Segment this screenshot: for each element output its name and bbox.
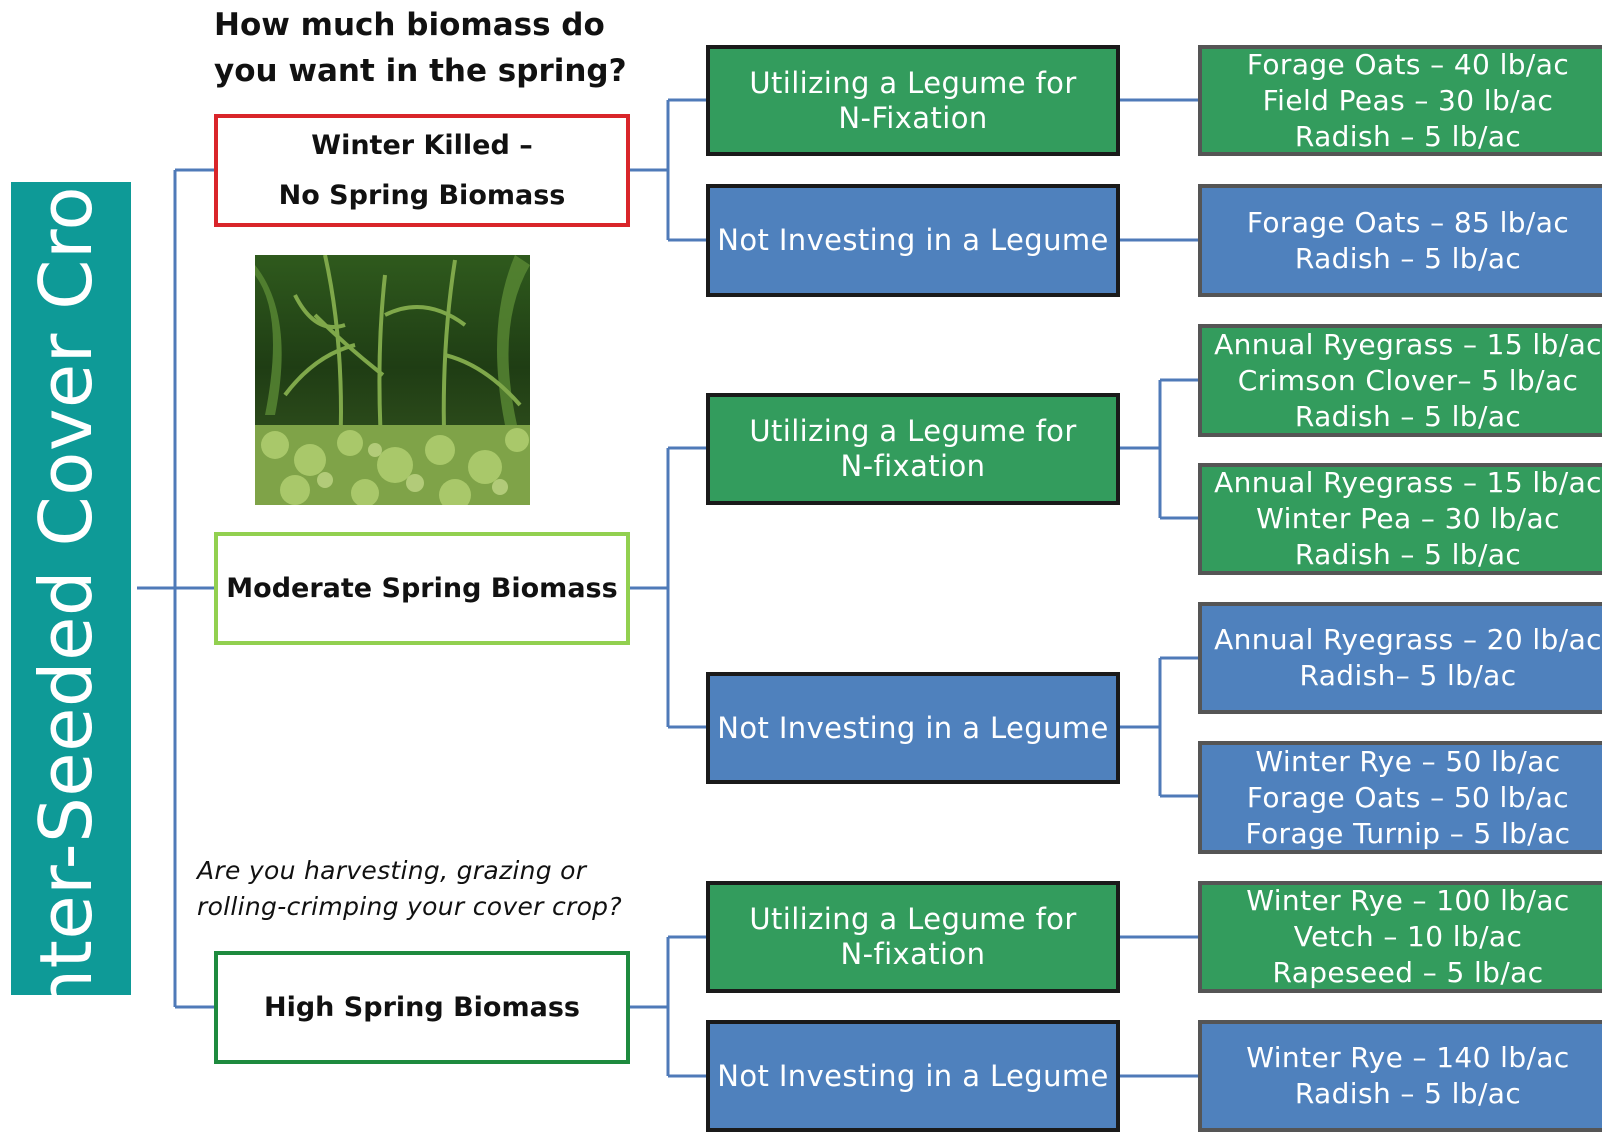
- harvest-question: Are you harvesting, grazing or rolling-c…: [197, 856, 622, 921]
- corn-field-photo: [255, 255, 530, 505]
- seed-mix-ryegrass-radish: Annual Ryegrass – 20 lb/ac Radish– 5 lb/…: [1198, 602, 1602, 714]
- seed-mix-text: Forage Oats – 85 lb/ac Radish – 5 lb/ac: [1246, 205, 1570, 275]
- biomass-question: How much biomass do you want in the spri…: [214, 7, 627, 89]
- winter-killed-node: Winter Killed – No Spring Biomass: [214, 114, 630, 227]
- seed-mix-text: Annual Ryegrass – 15 lb/ac Crimson Clove…: [1214, 327, 1602, 433]
- high-biomass-label: High Spring Biomass: [264, 991, 580, 1023]
- seed-mix-rye-radish: Winter Rye – 140 lb/ac Radish – 5 lb/ac: [1198, 1020, 1602, 1132]
- wk-legume-label: Utilizing a Legume for N-Fixation: [749, 65, 1077, 135]
- winter-killed-label: Winter Killed – No Spring Biomass: [278, 129, 566, 211]
- seed-mix-oats-radish: Forage Oats – 85 lb/ac Radish – 5 lb/ac: [1198, 184, 1602, 297]
- moderate-biomass-node: Moderate Spring Biomass: [214, 532, 630, 645]
- wk-no-legume-node: Not Investing in a Legume: [706, 184, 1120, 297]
- moderate-biomass-label: Moderate Spring Biomass: [226, 572, 618, 604]
- mod-no-legume-label: Not Investing in a Legume: [717, 710, 1109, 745]
- high-no-legume-label: Not Investing in a Legume: [717, 1058, 1109, 1093]
- high-biomass-node: High Spring Biomass: [214, 951, 630, 1064]
- root-node-label: Inter-Seeded Cover Crop: [24, 139, 108, 1037]
- wk-no-legume-label: Not Investing in a Legume: [717, 223, 1109, 257]
- seed-mix-ryegrass-clover-radish: Annual Ryegrass – 15 lb/ac Crimson Clove…: [1198, 324, 1602, 437]
- seed-mix-text: Forage Oats – 40 lb/ac Field Peas – 30 l…: [1246, 47, 1570, 153]
- high-legume-label: Utilizing a Legume for N-fixation: [749, 902, 1077, 971]
- mod-legume-node: Utilizing a Legume for N-fixation: [706, 393, 1120, 505]
- seed-mix-rye-oats-turnip: Winter Rye – 50 lb/ac Forage Oats – 50 l…: [1198, 741, 1602, 854]
- seed-mix-text: Winter Rye – 140 lb/ac Radish – 5 lb/ac: [1246, 1041, 1570, 1110]
- seed-mix-oats-peas-radish: Forage Oats – 40 lb/ac Field Peas – 30 l…: [1198, 45, 1602, 156]
- wk-legume-node: Utilizing a Legume for N-Fixation: [706, 45, 1120, 156]
- root-node-box: [11, 182, 131, 995]
- seed-mix-text: Annual Ryegrass – 20 lb/ac Radish– 5 lb/…: [1214, 623, 1602, 692]
- seed-mix-text: Annual Ryegrass – 15 lb/ac Winter Pea – …: [1214, 466, 1602, 571]
- seed-mix-ryegrass-pea-radish: Annual Ryegrass – 15 lb/ac Winter Pea – …: [1198, 463, 1602, 575]
- seed-mix-text: Winter Rye – 50 lb/ac Forage Oats – 50 l…: [1245, 744, 1571, 850]
- high-legume-node: Utilizing a Legume for N-fixation: [706, 881, 1120, 993]
- seed-mix-text: Winter Rye – 100 lb/ac Vetch – 10 lb/ac …: [1246, 884, 1570, 989]
- mod-legume-label: Utilizing a Legume for N-fixation: [749, 414, 1077, 483]
- mod-no-legume-node: Not Investing in a Legume: [706, 672, 1120, 784]
- seed-mix-rye-vetch-rapeseed: Winter Rye – 100 lb/ac Vetch – 10 lb/ac …: [1198, 881, 1602, 993]
- high-no-legume-node: Not Investing in a Legume: [706, 1020, 1120, 1132]
